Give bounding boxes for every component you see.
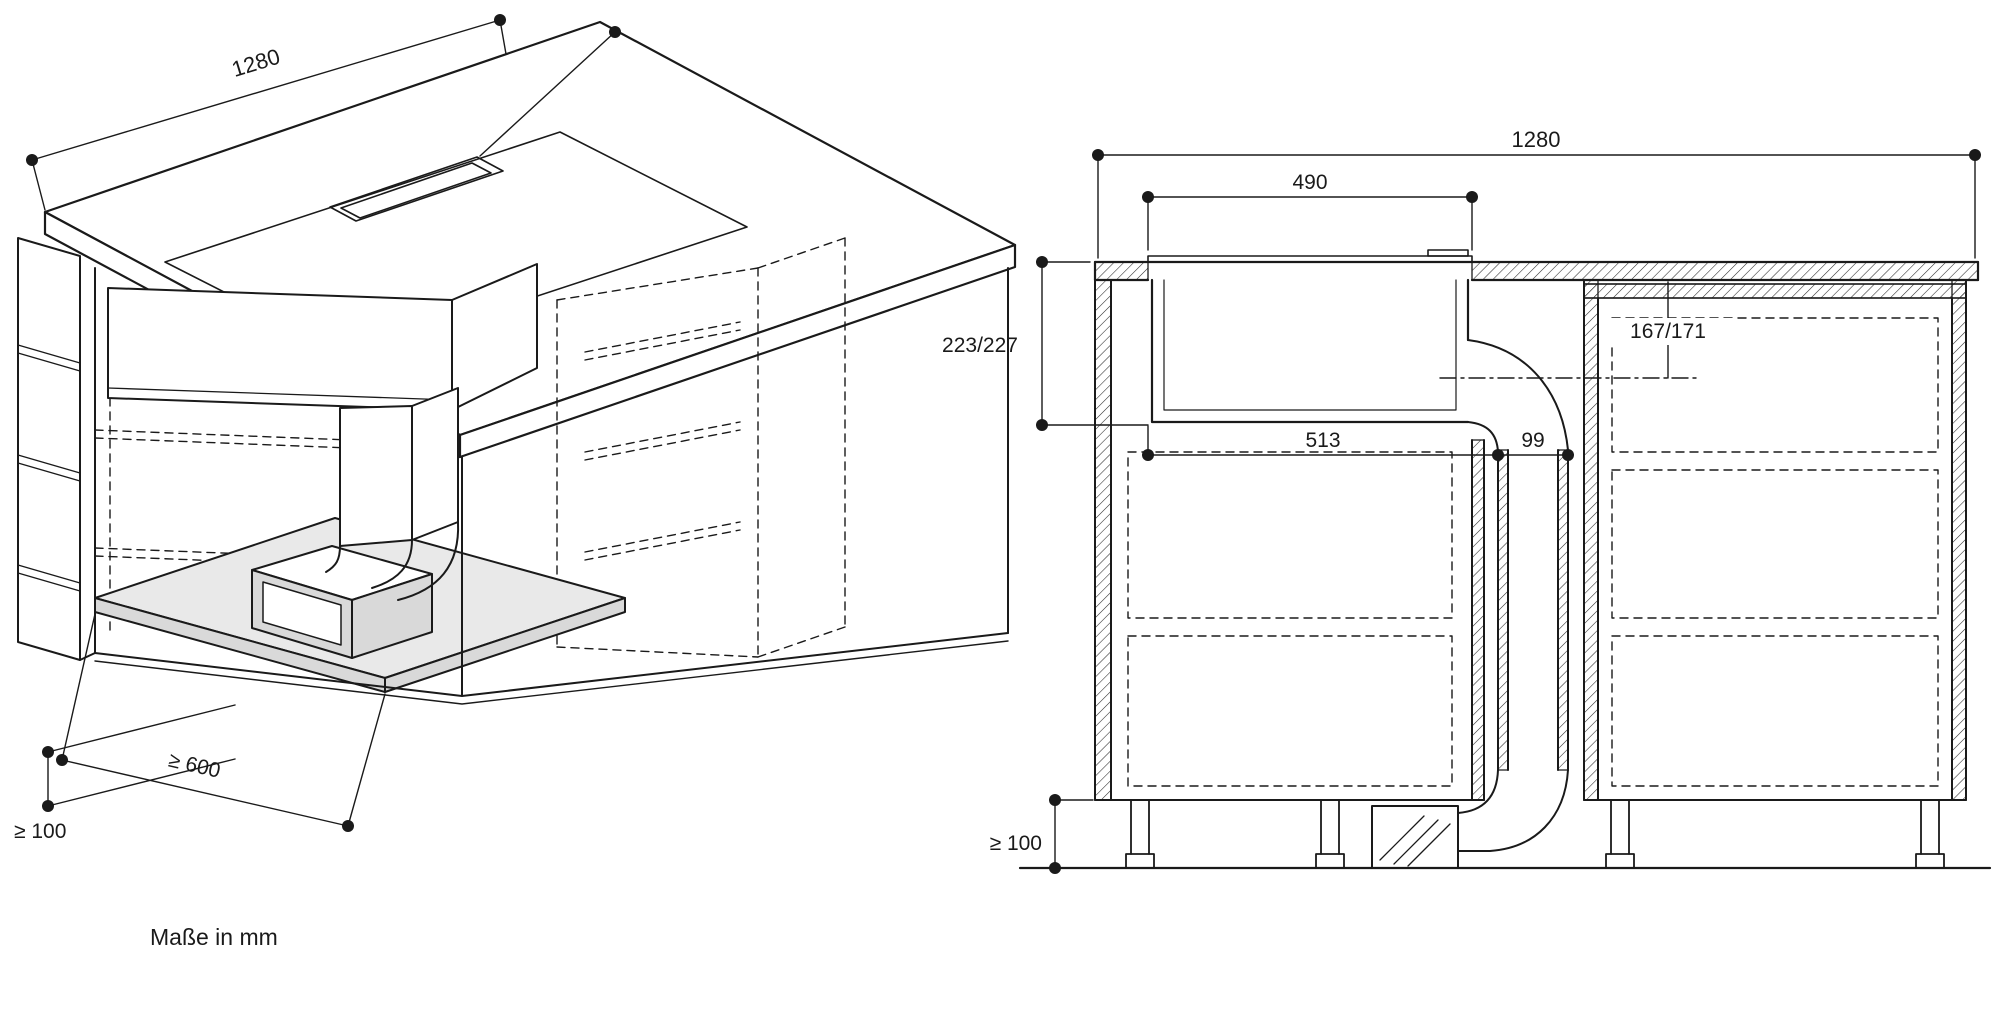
dim-99: 99	[1497, 429, 1574, 461]
dim-dot	[26, 154, 38, 166]
flat-duct-opening	[262, 581, 342, 646]
dim-dot	[1466, 191, 1478, 203]
dim-100-section: ≥ 100	[990, 794, 1094, 874]
dim-490: 490	[1142, 171, 1478, 251]
dim-label-513: 513	[1305, 429, 1340, 452]
caption: Maße in mm	[150, 924, 278, 950]
elbow-bottom-outer	[1457, 769, 1569, 852]
flat-duct	[251, 521, 460, 659]
vertical-duct	[339, 387, 459, 547]
dim-dot	[342, 820, 354, 832]
hob-vent-detail	[1427, 249, 1469, 257]
downdraft-box	[107, 263, 538, 411]
left-cabinet-right-wall	[1471, 439, 1485, 801]
dim-dot	[1049, 794, 1061, 806]
dim-223-227: 223/227	[942, 256, 1149, 431]
worktop-left-stub	[1094, 261, 1149, 281]
drawer-divisions	[17, 344, 81, 592]
dim-dot	[42, 746, 54, 758]
dim-dot	[42, 800, 54, 812]
dim-label-99: 99	[1521, 429, 1544, 452]
right-cabinet-left-wall	[1583, 279, 1599, 801]
dim-label-100-perspective: ≥ 100	[14, 820, 66, 843]
vent-slot	[329, 156, 504, 222]
foot	[1315, 799, 1345, 869]
dim-label-100-section: ≥ 100	[990, 832, 1042, 855]
dim-167-171: 167/171	[1600, 281, 1736, 379]
downdraft-box-front	[107, 287, 453, 411]
section-view: 1280 490 223/227 513	[942, 127, 1992, 874]
vent-slot-outer	[329, 156, 504, 222]
dim-1280-section: 1280	[1092, 127, 1981, 259]
duct-wall-left	[1497, 449, 1509, 771]
dim-dot	[1036, 419, 1048, 431]
drawer-stack	[17, 237, 81, 661]
elbow-top-inner	[1467, 421, 1499, 453]
dim-dot	[1049, 862, 1061, 874]
dim-dot	[1142, 191, 1154, 203]
dim-100-perspective: ≥ 100	[14, 704, 236, 843]
duct-elbow	[325, 521, 460, 601]
foot	[1915, 799, 1945, 869]
hidden-drawers	[1127, 317, 1939, 787]
foot	[1125, 799, 1155, 869]
elbow-bottom-inner	[1457, 769, 1499, 814]
downdraft-box-section	[1150, 278, 1470, 424]
island-base	[79, 267, 1009, 705]
dim-dot	[1036, 256, 1048, 268]
plinth-feet	[1018, 799, 1992, 870]
right-cabinet-right-wall	[1951, 279, 1967, 801]
dim-label-1280-section: 1280	[1512, 127, 1561, 152]
dim-dot	[1142, 449, 1154, 461]
vertical-duct-side	[411, 387, 459, 541]
elbow-top-outer	[1467, 339, 1569, 451]
hidden-lines-right-cabinet	[556, 237, 846, 658]
dim-513: 513	[1142, 425, 1504, 461]
downdraft-box-inner-edge	[107, 387, 453, 401]
right-cabinet-top-rail	[1583, 283, 1967, 299]
dim-label-223-227: 223/227	[942, 334, 1018, 357]
downdraft-box-side	[451, 263, 538, 411]
dim-label-167-171: 167/171	[1630, 320, 1706, 343]
foot	[1605, 799, 1635, 869]
vent-slot-leader	[479, 26, 621, 157]
hob-section	[1147, 249, 1473, 263]
dim-dot	[56, 754, 68, 766]
drawer-stack-panel	[17, 237, 81, 661]
sectioned-walls	[1094, 261, 1979, 801]
dim-label-1280-perspective: 1280	[229, 44, 283, 82]
vent-slot-inner	[340, 162, 492, 219]
perspective-view: 1280 ≥ 600 ≥ 100	[14, 14, 1017, 843]
worktop-section	[1093, 260, 1980, 282]
left-cabinet-left-wall	[1094, 279, 1112, 801]
duct-wall-right	[1557, 449, 1569, 771]
duct-section	[1371, 339, 1569, 869]
cabinet-outlines	[1094, 279, 1967, 801]
vertical-duct-front	[339, 405, 413, 547]
outlet-box	[1371, 805, 1459, 869]
dim-dot	[1969, 149, 1981, 161]
countertop-front-right-face	[458, 243, 1017, 459]
worktop-right	[1471, 261, 1979, 281]
dim-dot	[1562, 449, 1574, 461]
dim-dot	[494, 14, 506, 26]
dim-dot	[1092, 149, 1104, 161]
dim-label-490: 490	[1292, 171, 1327, 194]
dim-label-600: ≥ 600	[166, 749, 222, 783]
leader-dot	[609, 26, 621, 38]
